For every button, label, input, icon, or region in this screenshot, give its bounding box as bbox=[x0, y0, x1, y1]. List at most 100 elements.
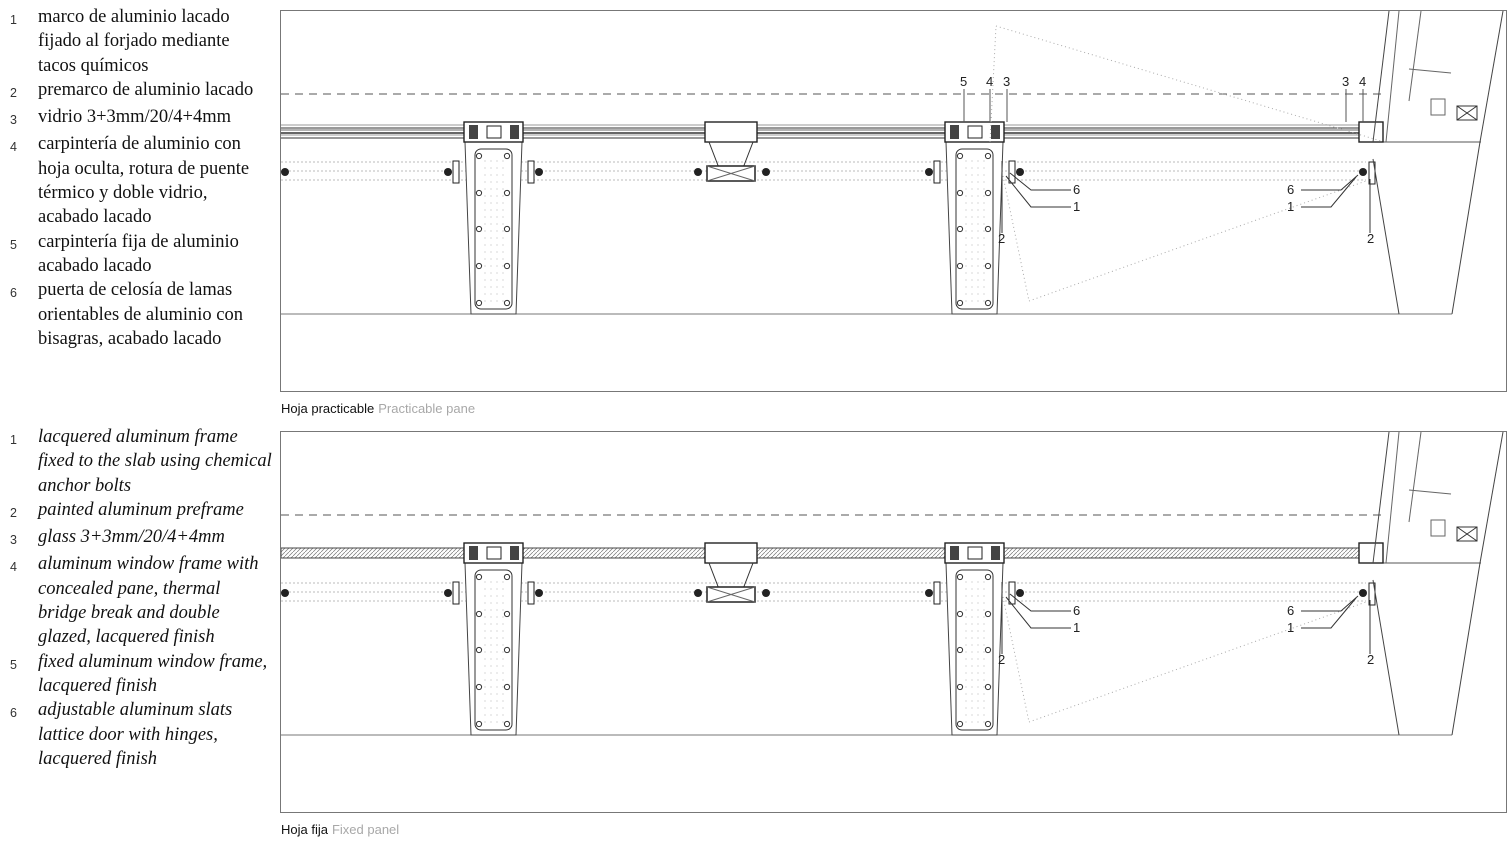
legend-number: 2 bbox=[10, 85, 17, 100]
rebar-circle bbox=[503, 610, 511, 618]
concrete-dot bbox=[496, 195, 498, 197]
concrete-dot bbox=[965, 707, 967, 709]
concrete-dot bbox=[983, 658, 985, 660]
concrete-dot bbox=[965, 174, 967, 176]
concrete-dot bbox=[977, 202, 979, 204]
concrete-dot bbox=[971, 651, 973, 653]
concrete-dot bbox=[983, 300, 985, 302]
frame-gasket bbox=[469, 546, 478, 560]
concrete-dot bbox=[965, 279, 967, 281]
concrete-dot bbox=[502, 230, 504, 232]
concrete-dot bbox=[490, 595, 492, 597]
rebar-circle bbox=[503, 646, 511, 654]
wall-line bbox=[1385, 11, 1400, 143]
concrete-dot bbox=[502, 251, 504, 253]
concrete-dot bbox=[971, 714, 973, 716]
concrete-dot bbox=[496, 216, 498, 218]
concrete-dot bbox=[496, 700, 498, 702]
concrete-dot bbox=[971, 665, 973, 667]
concrete-dot bbox=[490, 700, 492, 702]
concrete-dot bbox=[502, 272, 504, 274]
concrete-dot bbox=[496, 672, 498, 674]
concrete-dot bbox=[971, 237, 973, 239]
concrete-dot bbox=[484, 265, 486, 267]
wall-line bbox=[1479, 11, 1504, 143]
hinge-fitting bbox=[925, 589, 933, 597]
rebar-circle bbox=[956, 189, 964, 197]
concrete-dot bbox=[971, 658, 973, 660]
concrete-dot bbox=[971, 707, 973, 709]
mullion-bracket bbox=[708, 141, 754, 169]
frame-gasket bbox=[950, 125, 959, 139]
callout-label: 2 bbox=[1367, 652, 1374, 667]
concrete-dot bbox=[502, 188, 504, 190]
concrete-dot bbox=[484, 616, 486, 618]
concrete-dot bbox=[965, 230, 967, 232]
concrete-dot bbox=[496, 721, 498, 723]
legend-text: adjustable aluminum slats lattice door w… bbox=[38, 700, 233, 769]
concrete-dot bbox=[496, 693, 498, 695]
caption-es: Hoja fija bbox=[281, 822, 328, 837]
concrete-dot bbox=[965, 644, 967, 646]
preframe-profile bbox=[1008, 581, 1016, 605]
concrete-dot bbox=[502, 672, 504, 674]
preframe-profile bbox=[452, 160, 460, 184]
concrete-dot bbox=[490, 258, 492, 260]
concrete-dot bbox=[971, 265, 973, 267]
callout-label: 6 bbox=[1287, 182, 1294, 197]
leader-line bbox=[1005, 596, 1071, 629]
concrete-dot bbox=[965, 623, 967, 625]
rebar-circle bbox=[984, 152, 992, 160]
concrete-dot bbox=[502, 286, 504, 288]
concrete-dot bbox=[971, 209, 973, 211]
concrete-dot bbox=[490, 167, 492, 169]
hinge-fitting bbox=[281, 168, 289, 176]
concrete-dot bbox=[977, 188, 979, 190]
concrete-dot bbox=[490, 300, 492, 302]
concrete-dot bbox=[965, 202, 967, 204]
concrete-dot bbox=[983, 595, 985, 597]
rebar-circle bbox=[475, 646, 483, 654]
concrete-dot bbox=[496, 244, 498, 246]
concrete-dot bbox=[977, 658, 979, 660]
concrete-dot bbox=[965, 237, 967, 239]
concrete-dot bbox=[983, 188, 985, 190]
concrete-dot bbox=[502, 609, 504, 611]
concrete-dot bbox=[965, 286, 967, 288]
preframe-profile bbox=[452, 581, 460, 605]
callout-label: 2 bbox=[1367, 231, 1374, 246]
concrete-dot bbox=[484, 693, 486, 695]
preframe-profile bbox=[527, 581, 535, 605]
rebar-circle bbox=[503, 189, 511, 197]
callout-label: 1 bbox=[1073, 199, 1080, 214]
legend-number: 3 bbox=[10, 533, 17, 548]
concrete-dot bbox=[965, 714, 967, 716]
callout-label: 6 bbox=[1287, 603, 1294, 618]
concrete-dot bbox=[490, 644, 492, 646]
concrete-dot bbox=[502, 595, 504, 597]
swing-path-line bbox=[995, 25, 1382, 142]
legend-number: 5 bbox=[10, 657, 17, 672]
callout-label: 2 bbox=[998, 231, 1005, 246]
legend-number: 1 bbox=[10, 433, 17, 447]
concrete-dot bbox=[496, 272, 498, 274]
rebar-circle bbox=[984, 225, 992, 233]
concrete-column bbox=[464, 562, 523, 736]
hinge-fitting bbox=[762, 168, 770, 176]
concrete-dot bbox=[965, 251, 967, 253]
concrete-dot bbox=[502, 665, 504, 667]
concrete-dot bbox=[983, 286, 985, 288]
concrete-dot bbox=[484, 300, 486, 302]
concrete-dot bbox=[484, 588, 486, 590]
concrete-dot bbox=[977, 693, 979, 695]
concrete-dot bbox=[965, 223, 967, 225]
concrete-dot bbox=[502, 167, 504, 169]
concrete-dot bbox=[484, 609, 486, 611]
concrete-dot bbox=[496, 286, 498, 288]
rebar-circle bbox=[984, 646, 992, 654]
legend-text: carpintería de aluminio con hoja oculta,… bbox=[38, 134, 250, 228]
cross-line bbox=[706, 165, 756, 182]
concrete-dot bbox=[965, 658, 967, 660]
concrete-dot bbox=[484, 244, 486, 246]
